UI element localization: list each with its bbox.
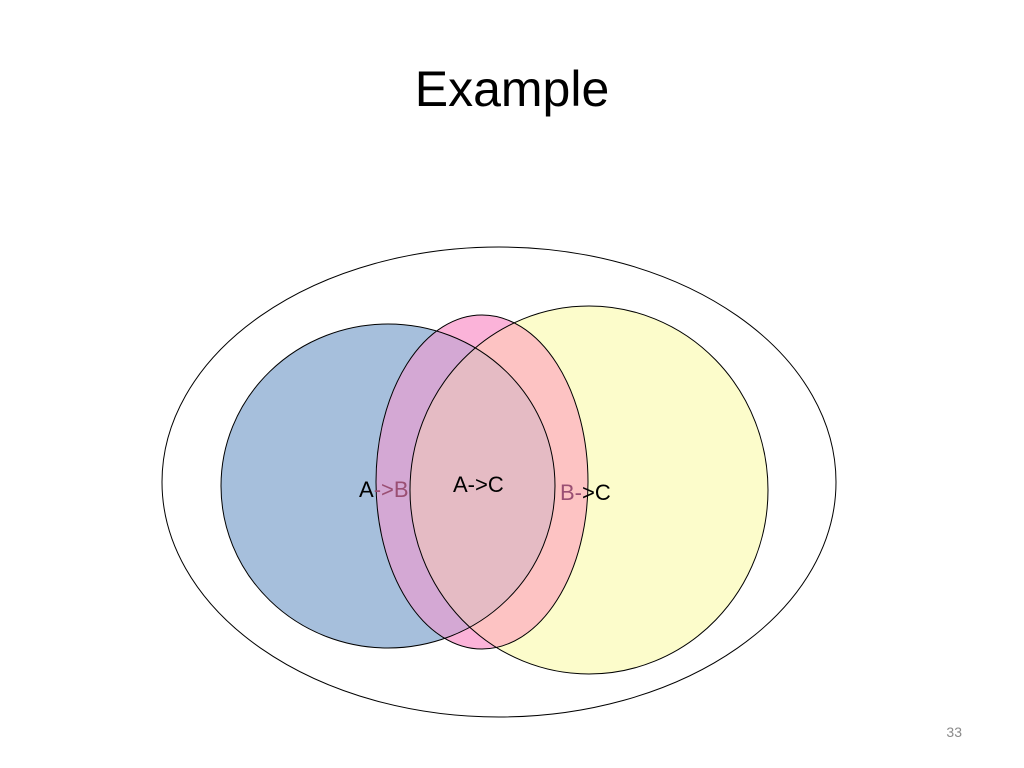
page-number: 33 <box>946 724 962 740</box>
label-a-to-b-part1: A <box>359 477 374 502</box>
set-c-outline <box>409 305 769 675</box>
slide-title: Example <box>414 61 610 117</box>
label-b-to-c-part1: B- <box>560 480 582 505</box>
label-a-to-b-part2: ->B <box>374 477 409 502</box>
universe-ellipse <box>161 246 837 718</box>
set-a-outline <box>220 323 556 649</box>
label-b-to-c-part2: >C <box>582 480 611 505</box>
label-b-to-c: B->C <box>560 480 611 505</box>
label-a-to-b: A->B <box>359 477 409 502</box>
set-b-outline <box>375 314 589 650</box>
overlap-a-b-c <box>410 324 555 648</box>
label-a-to-c: A->C <box>453 472 504 497</box>
